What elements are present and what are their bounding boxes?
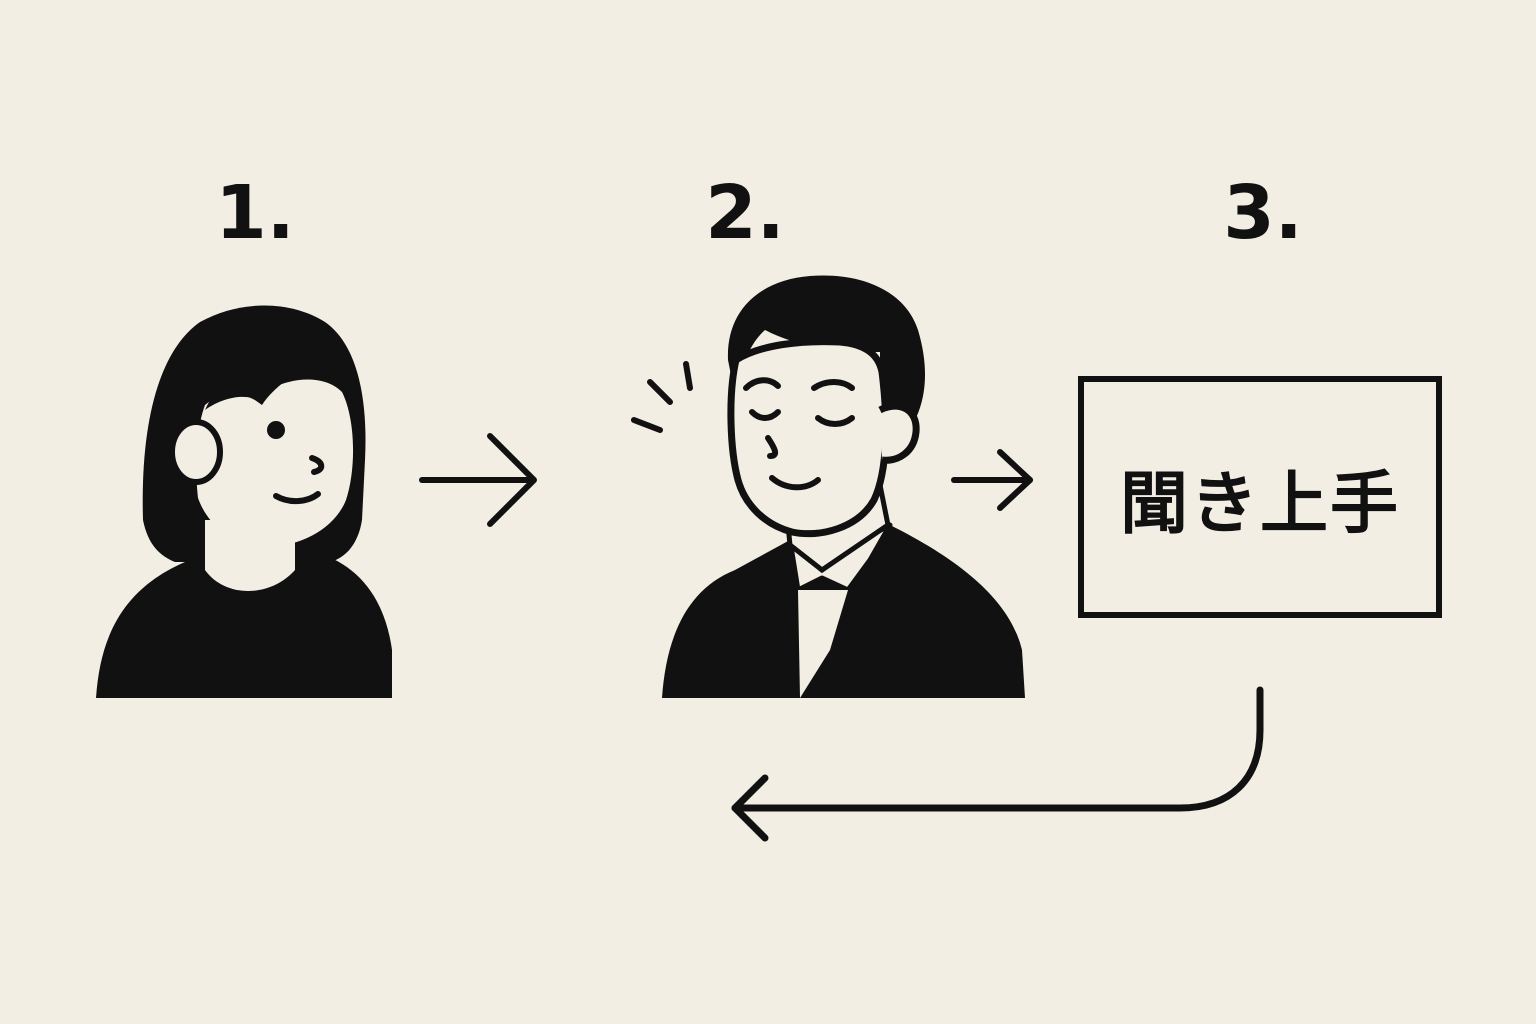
woman-mouth xyxy=(273,491,321,504)
woman-ear xyxy=(169,419,223,485)
man-mouth xyxy=(769,475,821,491)
arrow-right-icon xyxy=(951,449,1033,511)
man-jacket xyxy=(662,525,1025,698)
emphasis-line xyxy=(683,361,693,391)
woman-nose xyxy=(309,455,325,475)
man-listening-icon xyxy=(631,275,1025,698)
return-arrow-icon xyxy=(731,686,1264,842)
man-ear xyxy=(878,402,920,464)
emphasis-line xyxy=(631,417,663,433)
step-1-number: 1. xyxy=(215,170,295,256)
step-2-number: 2. xyxy=(705,170,785,256)
woman-avatar-icon xyxy=(96,305,392,698)
result-box: 聞き上手 xyxy=(1078,376,1442,618)
man-nose xyxy=(765,435,778,459)
man-eyebrow-left xyxy=(743,377,781,391)
man-eye-right xyxy=(815,415,855,427)
result-label: 聞き上手 xyxy=(1119,464,1400,544)
man-shirt-opening xyxy=(798,590,848,698)
woman-face xyxy=(196,379,354,547)
man-eyebrow-right xyxy=(811,379,855,391)
step-3-number: 3. xyxy=(1223,170,1303,256)
woman-torso xyxy=(96,548,392,698)
arrow-right-icon xyxy=(419,433,537,527)
man-face xyxy=(727,338,890,538)
woman-eye xyxy=(267,421,285,439)
man-eye-left xyxy=(749,409,781,421)
woman-bangs xyxy=(205,355,320,410)
emphasis-line xyxy=(647,379,673,405)
